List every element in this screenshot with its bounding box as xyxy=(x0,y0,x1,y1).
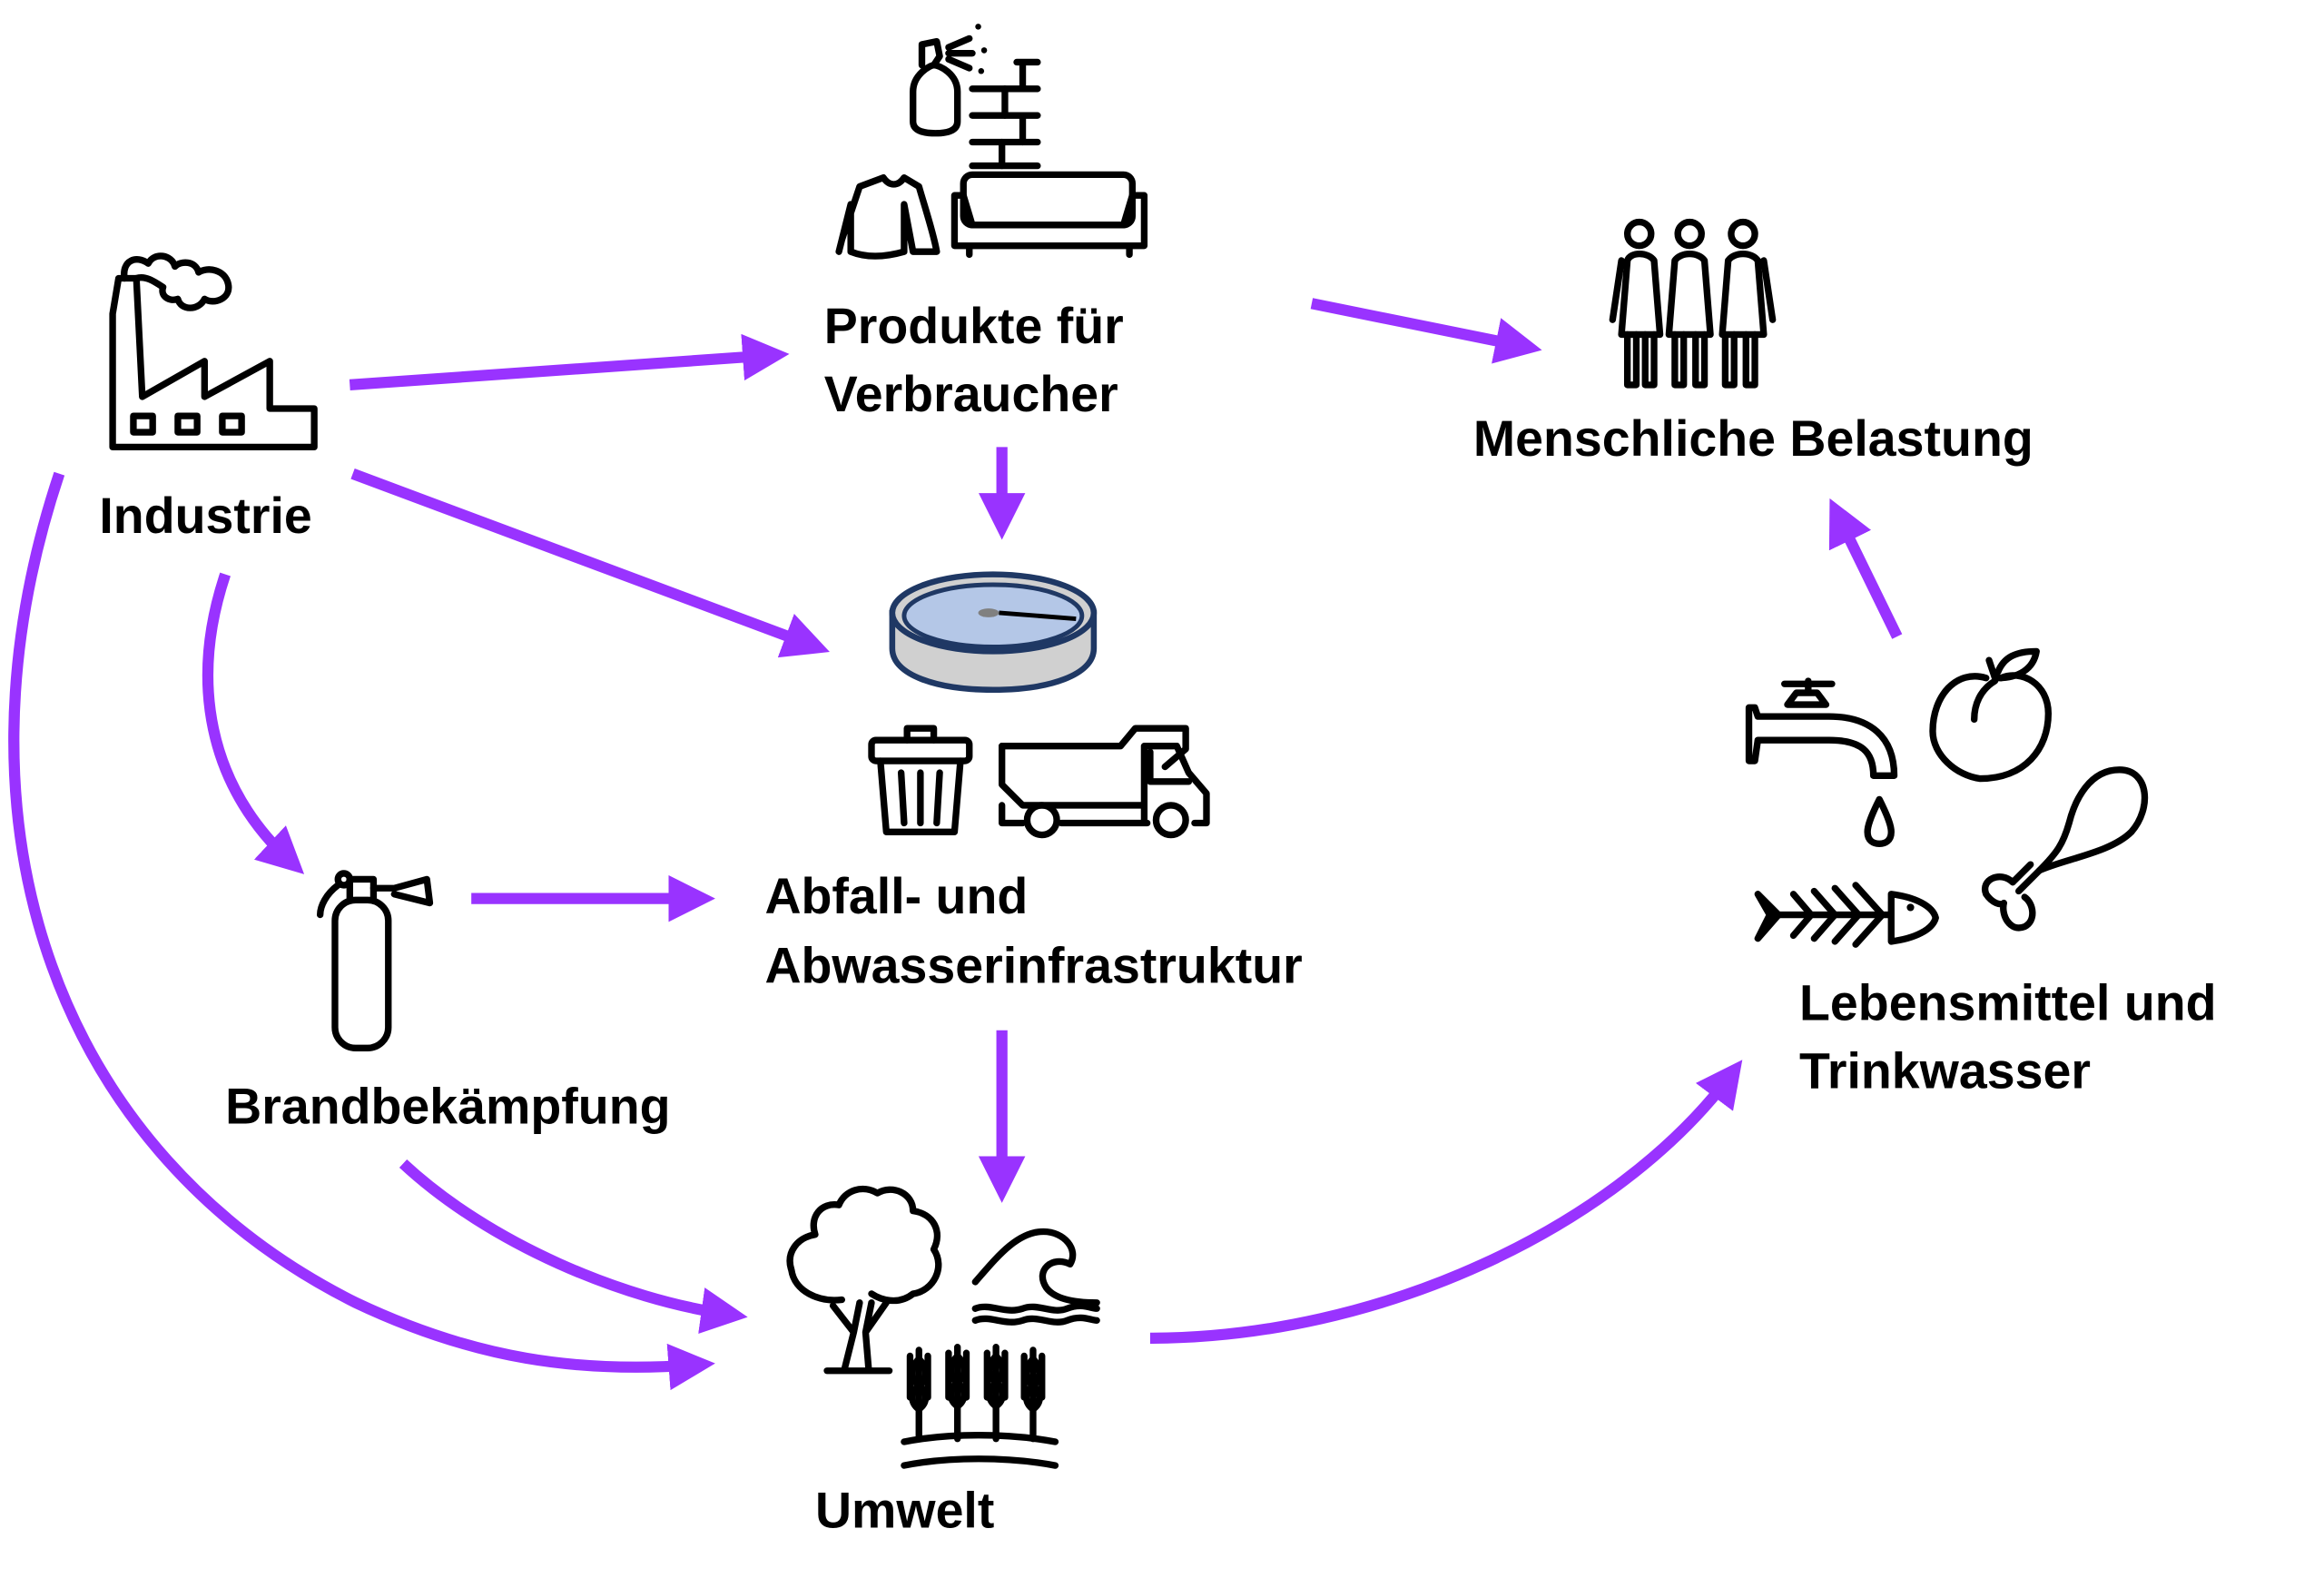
trash-can-icon xyxy=(868,725,973,835)
arrow-brand-to-umwelt xyxy=(399,1159,748,1334)
water-tap-icon xyxy=(1745,677,1898,779)
fire-extinguisher-icon xyxy=(316,870,434,1051)
node-label-brand: Brandbekämpfung xyxy=(225,1079,670,1135)
wheat-stalk xyxy=(906,1346,931,1443)
node-menschliche: Menschliche Belastung xyxy=(1473,218,2034,467)
chicken-leg-icon xyxy=(1982,766,2149,932)
node-industrie: Industrie xyxy=(99,252,318,544)
arrow-umwelt-to-lebensmittel xyxy=(1149,1060,1743,1344)
arrow-produkte-to-menschliche xyxy=(1310,298,1542,364)
node-label-menschliche: Menschliche Belastung xyxy=(1473,410,2034,467)
water-drop-icon xyxy=(1864,795,1895,847)
person-figure xyxy=(1609,218,1664,389)
tree-icon xyxy=(786,1185,942,1375)
peach-icon xyxy=(1929,647,2052,783)
arrows xyxy=(8,298,1903,1391)
sofa-icon xyxy=(950,171,1148,259)
arrow-lebensmittel-to-menschliche xyxy=(1828,498,1903,639)
person-figure xyxy=(1665,218,1714,389)
node-label-industrie: Industrie xyxy=(99,488,311,544)
wheat-stalk xyxy=(983,1343,1009,1443)
node-label-produkte-line2: Verbraucher xyxy=(824,366,1118,422)
fish-bone-icon xyxy=(1754,882,1939,948)
node-brand: Brandbekämpfung xyxy=(225,870,671,1135)
node-label-abfall-line2: Abwasserinfrastruktur xyxy=(764,938,1302,994)
person-figure xyxy=(1718,218,1777,389)
arrow-industrie-to-umwelt xyxy=(8,471,715,1391)
factory-icon xyxy=(109,252,318,451)
clarifier-tank-icon xyxy=(889,571,1098,694)
node-produkte: Produkte für Verbraucher xyxy=(824,24,1148,422)
node-label-lebensmittel-line1: Lebensmittel und xyxy=(1799,974,2217,1031)
node-label-umwelt: Umwelt xyxy=(815,1483,994,1539)
wheat-stalk xyxy=(945,1343,970,1443)
brick-wall-icon xyxy=(969,58,1041,170)
node-label-abfall-line1: Abfall- und xyxy=(764,868,1028,924)
arrow-industrie-to-abfall xyxy=(350,468,830,658)
wave-icon xyxy=(971,1228,1100,1326)
node-label-produkte-line1: Produkte für xyxy=(824,298,1124,354)
dump-truck-icon xyxy=(999,725,1210,839)
node-abfall: Abfall- und Abwasserinfrastruktur xyxy=(764,571,1303,994)
shirt-icon xyxy=(835,173,940,260)
wheat-stalk xyxy=(1020,1346,1046,1443)
arrow-industrie-to-produkte xyxy=(349,333,790,391)
node-lebensmittel: Lebensmittel und Trinkwasser xyxy=(1745,647,2217,1099)
wheat-field-icon xyxy=(901,1343,1059,1469)
node-label-lebensmittel-line2: Trinkwasser xyxy=(1799,1042,2091,1099)
node-umwelt: Umwelt xyxy=(786,1185,1100,1539)
people-group-icon xyxy=(1609,218,1777,389)
arrow-industrie-to-brand xyxy=(202,572,305,874)
spray-can-icon xyxy=(910,24,988,137)
